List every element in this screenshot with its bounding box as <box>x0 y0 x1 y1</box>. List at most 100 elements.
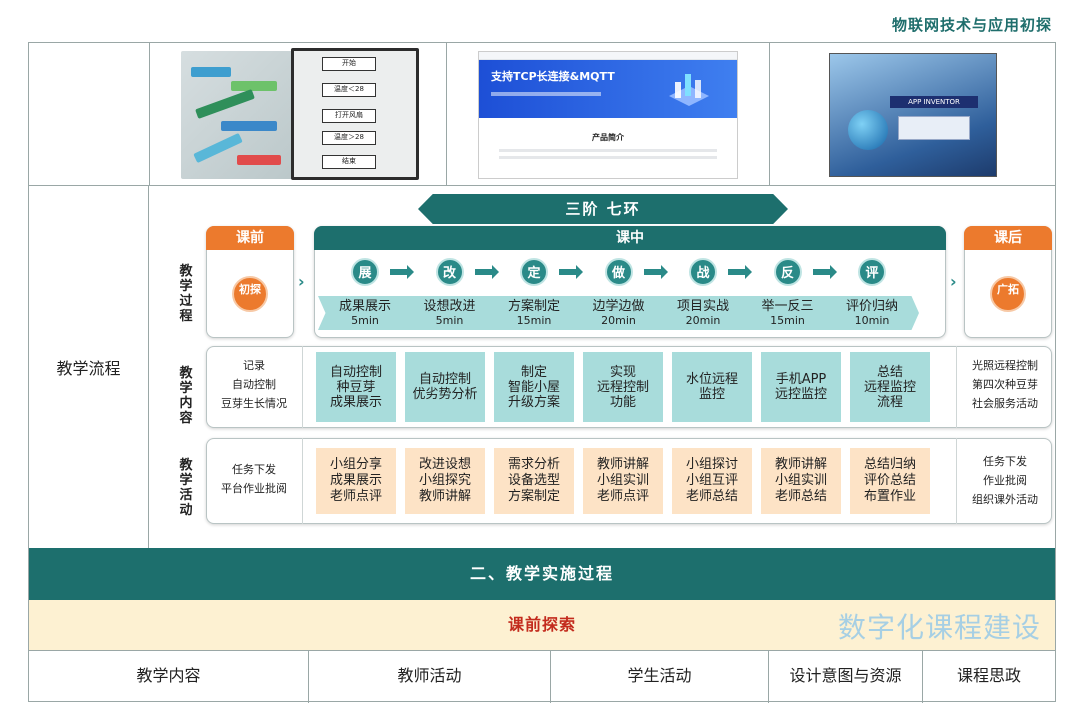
text-line: 老师总结 <box>685 489 738 504</box>
text-line: 社会服务活动 <box>972 397 1038 410</box>
activity-box: 教师讲解小组实训老师总结 <box>761 448 841 514</box>
watermark: 数字化课程建设 <box>837 611 1041 644</box>
web-headline: 支持TCP长连接&MQTT <box>491 70 615 83</box>
step-title: 方案制定 <box>507 299 560 314</box>
step-circle: 定 <box>520 258 548 286</box>
globe-icon <box>848 110 888 150</box>
activity-box: 小组分享成果展示老师点评 <box>316 448 396 514</box>
content-box: 制定智能小屋升级方案 <box>494 352 574 422</box>
arrow-right-icon <box>390 265 414 279</box>
step-time: 15min <box>516 314 552 327</box>
step-time: 5min <box>351 314 379 327</box>
post-class-circle: 广拓 <box>990 276 1026 312</box>
text-line: 方案制定 <box>507 489 560 504</box>
row-label-activity: 教学活动 <box>179 458 193 518</box>
divider <box>149 43 150 186</box>
text-line: 改进设想 <box>418 457 471 472</box>
step-title: 边学边做 <box>592 299 645 314</box>
text-line: 手机APP <box>775 372 827 387</box>
divider <box>956 346 957 428</box>
content-box: 自动控制优劣势分析 <box>405 352 485 422</box>
arrow-right-icon <box>812 265 837 279</box>
pre-class-header: 课前 <box>206 226 294 250</box>
step-time: 20min <box>685 314 721 327</box>
flow-fan: 打开风扇 <box>322 109 376 123</box>
page-title: 物联网技术与应用初探 <box>891 16 1052 34</box>
chevron-right-icon: › <box>950 272 957 291</box>
row-label-content: 教学内容 <box>179 366 193 426</box>
text-line: 功能 <box>609 394 636 410</box>
text-line: 布置作业 <box>863 489 916 504</box>
divider <box>302 346 303 428</box>
text-line: 远程控制 <box>596 379 649 395</box>
text-line: 小组探讨 <box>685 457 738 472</box>
step-time: 15min <box>770 314 805 327</box>
in-class-header: 课中 <box>314 226 946 250</box>
text-line: 升级方案 <box>507 394 560 410</box>
text-line: 小组互评 <box>685 473 738 488</box>
text-line: 小组分享 <box>329 457 382 472</box>
text-line: 总结归纳 <box>863 457 916 472</box>
text-line: 小组实训 <box>774 473 827 488</box>
activity-box: 需求分析设备选型方案制定 <box>494 448 574 514</box>
text-line: 远程监控 <box>863 379 916 395</box>
text-line: 自动控制 <box>329 364 382 380</box>
text-line: 设备选型 <box>507 473 560 488</box>
content-box: 总结远程监控流程 <box>850 352 930 422</box>
table-header-cell: 课程思政 <box>956 666 1021 685</box>
flowchart-photo: 开始 温度＜28 打开风扇 温度＞28 结束 <box>291 48 419 180</box>
step-circle: 反 <box>773 258 802 286</box>
login-box <box>898 116 970 140</box>
text-line: 小组实训 <box>596 473 649 488</box>
main-frame: 开始 温度＜28 打开风扇 温度＞28 结束 支持TCP长连接&MQTT 产品简… <box>28 42 1056 703</box>
web-section-title: 产品简介 <box>592 133 624 142</box>
text-line: 自动控制 <box>418 372 471 387</box>
section-title: 二、教学实施过程 <box>29 548 1055 600</box>
content-box: 自动控制种豆芽成果展示 <box>316 352 396 422</box>
text-line: 评价总结 <box>863 473 916 488</box>
text-line: 需求分析 <box>507 457 560 472</box>
text-line: 智能小屋 <box>507 379 560 395</box>
text-line: 总结 <box>876 364 903 380</box>
text-line: 豆芽生长情况 <box>221 397 287 410</box>
post-content: 光照远程控制 第四次种豆芽 社会服务活动 <box>958 356 1052 413</box>
phase-title: 课前探索 <box>507 615 576 634</box>
table-header-cell: 教师活动 <box>309 651 551 703</box>
post-activity: 任务下发 作业批阅 组织课外活动 <box>958 452 1052 509</box>
text-line: 记录 <box>243 359 265 372</box>
activity-box: 总结归纳评价总结布置作业 <box>850 448 930 514</box>
divider <box>446 43 447 186</box>
activity-box: 改进设想小组探究教师讲解 <box>405 448 485 514</box>
step-time: 10min <box>854 314 890 327</box>
image-row: 开始 温度＜28 打开风扇 温度＞28 结束 支持TCP长连接&MQTT 产品简… <box>29 43 1055 186</box>
pre-class-circle: 初探 <box>232 276 268 312</box>
text-line: 教师讲解 <box>774 457 827 472</box>
flow-start: 开始 <box>322 57 376 71</box>
chevron-right-icon: › <box>298 272 305 291</box>
text-line: 远控监控 <box>774 387 827 402</box>
table-header-row: 教学内容 教师活动 学生活动 设计意图与资源 课程思政 <box>29 650 1055 703</box>
board-photo <box>181 51 311 179</box>
step-circle: 评 <box>858 258 886 286</box>
divider <box>769 43 770 186</box>
text-line: 优劣势分析 <box>412 387 478 402</box>
step-circle: 做 <box>604 258 633 286</box>
arrow-right-icon <box>474 265 499 279</box>
text-line: 监控 <box>698 387 725 402</box>
text-line: 小组探究 <box>418 473 471 488</box>
website-screenshot: 支持TCP长连接&MQTT 产品简介 <box>478 51 738 179</box>
divider <box>956 438 957 524</box>
text-line: 老师点评 <box>596 489 649 504</box>
step-title: 评价归纳 <box>845 299 898 314</box>
text-line: 作业批阅 <box>983 474 1027 487</box>
text-line: 实现 <box>609 364 636 380</box>
arrow-right-icon <box>728 265 752 279</box>
text-line: 成果展示 <box>329 394 382 410</box>
stage-banner: 三阶 七环 <box>418 194 788 224</box>
step-circle: 改 <box>435 258 464 286</box>
text-line: 任务下发 <box>232 463 276 476</box>
